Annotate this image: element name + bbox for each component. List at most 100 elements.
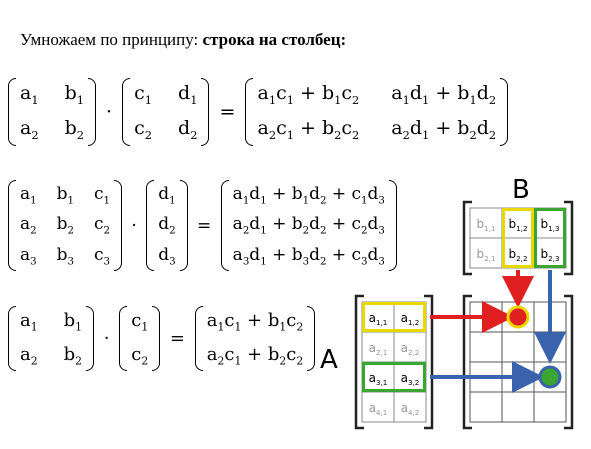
matrix-a-cell [361, 301, 395, 333]
equals-operator: = [219, 100, 236, 123]
matrix-entry: c2 [94, 214, 111, 237]
matrix-entry: a1d1 + b1d2 [391, 82, 497, 107]
matrix-result-grid: a1d1 + b1d2 + c1d3 a2d1 + b2d2 + c2d3 a3d1… [229, 180, 389, 271]
matrix-a-cell [361, 391, 395, 423]
matrix-entry: b2 [56, 214, 74, 237]
dot-operator: · [131, 215, 137, 236]
result-cell [501, 331, 535, 363]
matrix-entry-label: a4,2 [401, 401, 420, 417]
highlight-column-2 [502, 208, 534, 268]
label-b: B [512, 175, 530, 205]
highlight-column-3 [534, 208, 566, 268]
matrix-right-grid: d1 d2 d3 [154, 180, 179, 271]
matrix-a-cell [393, 361, 427, 393]
matrix-entry-label: b2,3 [540, 247, 559, 263]
matrix-entry: a2c1 + b2c2 [206, 343, 304, 368]
matrix-entry: b2 [63, 343, 83, 368]
matrix-entry: b1 [64, 82, 84, 107]
matrix-entry: a1 [20, 82, 39, 107]
matrix-result: a1d1 + b1d2 + c1d3 a2d1 + b2d2 + c2d3 a3d1… [220, 180, 397, 272]
matrix-entry: c1 [131, 310, 149, 334]
highlight-row-3 [362, 362, 426, 392]
matrix-entry-label: a4,1 [369, 401, 388, 417]
matrix-entry: d1 [158, 184, 176, 207]
matrix-entry: d3 [158, 244, 176, 268]
matrix-entry-label: b1,3 [540, 217, 559, 233]
matrix-b-cell [501, 237, 535, 269]
matrix-entry: a2 [20, 116, 39, 142]
matrix-entry: a1 [20, 184, 37, 207]
matrix-a-cell [393, 331, 427, 363]
matrix-b-cell [469, 207, 503, 239]
matrix-entry: a1 [20, 310, 38, 334]
matrix-entry-label: a3,1 [369, 371, 388, 387]
matrix-result: a1c1 + b1c2 a2c1 + b2c2 [194, 306, 316, 372]
matrix-entry-label: b1,2 [508, 217, 527, 233]
matrix-entry: a2d1 + b2d2 + c2d3 [232, 214, 385, 237]
matrix-bracket [564, 200, 574, 276]
matrix-entry: c2 [131, 343, 149, 368]
matrix-entry: b3 [56, 244, 74, 268]
matrix-entry: a2c1 + b2c2 [257, 116, 360, 142]
page-heading: Умножаем по принципу: строка на столбец: [20, 30, 346, 50]
result-cell [469, 391, 503, 423]
matrix-entry: c1 [94, 184, 111, 207]
highlight-row-1 [362, 302, 426, 332]
matrix-entry-label: a1,2 [401, 311, 420, 327]
matrix-entry: a2d1 + b2d2 [391, 116, 497, 142]
result-cell [469, 331, 503, 363]
matrix-a-cell [393, 391, 427, 423]
result-dot-3-3 [538, 365, 562, 389]
matrix-result-grid: a1c1 + b1c2 a2c1 + b2c2 [203, 306, 307, 371]
matrix-b-cell [469, 237, 503, 269]
matrix-bracket [462, 294, 472, 430]
matrix-entry-label: b2,2 [508, 247, 527, 263]
heading-rule: строка на столбец: [202, 30, 347, 49]
equals-operator: = [169, 328, 186, 350]
label-a: A [320, 345, 338, 375]
matrix-entry-label: a1,1 [369, 311, 388, 327]
matrix-entry: a3d1 + b3d2 + c3d3 [232, 244, 385, 268]
matrix-b-cell [533, 237, 567, 269]
matrix-bracket [462, 200, 472, 276]
result-cell [533, 391, 567, 423]
matrix-a-cell [361, 331, 395, 363]
matrix-a-cell [361, 361, 395, 393]
dot-operator: · [103, 328, 110, 350]
matrix-entry: b1 [56, 184, 74, 207]
matrix-entry-label: a2,1 [369, 341, 388, 357]
dot-operator: · [106, 100, 113, 123]
equals-operator: = [197, 215, 212, 236]
matrix-entry: a1c1 + b1c2 [206, 310, 304, 334]
matrix-entry: a1d1 + b1d2 + c1d3 [232, 184, 385, 207]
matrix-entry: d2 [158, 214, 176, 237]
heading-intro: Умножаем по принципу: [20, 30, 203, 49]
matrix-entry: a2 [20, 214, 37, 237]
matrix-entry: d1 [178, 82, 198, 107]
matrix-entry: c3 [94, 244, 111, 268]
matrix-b-cell [501, 207, 535, 239]
matrix-bracket [424, 294, 434, 430]
result-dot-1-2 [506, 305, 530, 329]
matrix-entry: c2 [134, 116, 153, 142]
result-cell [501, 391, 535, 423]
matrix-a-cell [393, 301, 427, 333]
matrix-bracket [354, 294, 364, 430]
matrix-entry-label: b2,1 [476, 247, 495, 263]
